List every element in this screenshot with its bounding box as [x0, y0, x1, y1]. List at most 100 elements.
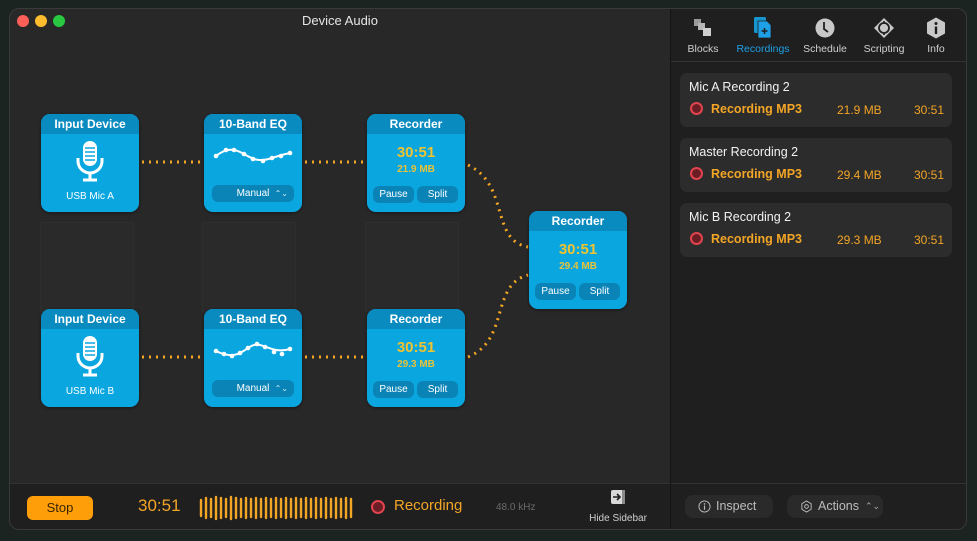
- pause-button[interactable]: Pause: [373, 381, 414, 398]
- block-canvas[interactable]: Input Device USB Mic A 10-Band EQ Manual…: [10, 35, 670, 483]
- recording-status: Recording MP3: [711, 167, 802, 181]
- actions-label: Actions: [818, 499, 859, 513]
- block-header: Recorder: [367, 114, 465, 134]
- sidebar-tabs: Blocks Recordings: [671, 9, 966, 62]
- recorder-size: 29.4 MB: [559, 261, 597, 272]
- updown-chevron-icon: ⌃⌄: [274, 384, 288, 393]
- block-header: Recorder: [529, 211, 627, 231]
- recorder-time: 30:51: [396, 144, 436, 161]
- input-device-block-b[interactable]: Input Device USB Mic B: [41, 309, 139, 407]
- inspect-button[interactable]: Inspect: [685, 495, 773, 518]
- recording-duration: 30:51: [913, 233, 944, 247]
- recording-indicator-icon: [690, 102, 703, 115]
- recording-name: Mic B Recording 2: [689, 210, 792, 224]
- recording-status: Recording MP3: [711, 102, 802, 116]
- input-device-block-a[interactable]: Input Device USB Mic A: [41, 114, 139, 212]
- title-bar: Device Audio: [10, 9, 670, 35]
- recorder-time: 30:51: [558, 241, 598, 258]
- connection-wires: [142, 160, 529, 359]
- block-header: 10-Band EQ: [204, 309, 302, 329]
- elapsed-time: 30:51: [138, 496, 181, 515]
- eq-block-a[interactable]: 10-Band EQ Manual ⌃⌄: [204, 114, 302, 212]
- tab-label: Schedule: [803, 43, 847, 55]
- actions-menu-button[interactable]: Actions ⌃⌄: [787, 495, 883, 518]
- microphone-icon: [76, 336, 104, 377]
- window-title: Device Audio: [302, 13, 378, 28]
- tab-scripting[interactable]: Scripting: [859, 17, 909, 55]
- eq-block-b[interactable]: 10-Band EQ Manual ⌃⌄: [204, 309, 302, 407]
- device-name: USB Mic A: [66, 191, 114, 202]
- inspect-label: Inspect: [716, 499, 757, 513]
- tab-label: Info: [927, 43, 945, 55]
- info-icon: [927, 17, 945, 39]
- sidebar-arrow-icon: [611, 490, 625, 504]
- eq-curve-icon: [213, 341, 293, 359]
- gear-icon: [801, 500, 812, 513]
- recording-card[interactable]: Mic B Recording 2 Recording MP3 29.3 MB …: [680, 203, 952, 257]
- eq-preset-value: Manual: [236, 383, 270, 394]
- tab-label: Recordings: [736, 43, 790, 55]
- recording-name: Master Recording 2: [689, 145, 799, 159]
- recording-indicator-icon: [690, 232, 703, 245]
- recorder-time: 30:51: [396, 339, 436, 356]
- recorder-size: 29.3 MB: [397, 359, 435, 370]
- eq-preset-value: Manual: [236, 188, 270, 199]
- recording-size: 29.4 MB: [837, 168, 882, 182]
- recording-duration: 30:51: [913, 103, 944, 117]
- tab-recordings[interactable]: Recordings: [731, 17, 795, 55]
- recording-card[interactable]: Mic A Recording 2 Recording MP3 21.9 MB …: [680, 73, 952, 127]
- eq-curve-icon: [213, 147, 293, 164]
- recording-status: Recording MP3: [711, 232, 802, 246]
- tab-label: Scripting: [863, 43, 905, 55]
- sidebar-footer: Inspect Actions ⌃⌄: [671, 483, 966, 529]
- recording-duration: 30:51: [913, 168, 944, 182]
- split-button[interactable]: Split: [417, 381, 458, 398]
- eq-preset-select[interactable]: Manual ⌃⌄: [212, 380, 294, 397]
- tab-label: Blocks: [687, 43, 719, 55]
- close-button[interactable]: [17, 15, 29, 27]
- recording-name: Mic A Recording 2: [689, 80, 790, 94]
- tab-info[interactable]: Info: [921, 17, 951, 55]
- master-recorder-block[interactable]: Recorder 30:51 29.4 MB Pause Split: [529, 211, 627, 309]
- scripting-icon: [874, 18, 894, 38]
- level-meter: [199, 495, 353, 521]
- recordings-icon: [754, 17, 772, 39]
- sample-rate: 48.0 kHz: [496, 502, 536, 513]
- eq-preset-select[interactable]: Manual ⌃⌄: [212, 185, 294, 202]
- recording-card[interactable]: Master Recording 2 Recording MP3 29.4 MB…: [680, 138, 952, 192]
- info-circle-icon: [698, 500, 711, 513]
- device-name: USB Mic B: [65, 386, 115, 397]
- block-header: Recorder: [367, 309, 465, 329]
- recording-size: 29.3 MB: [837, 233, 882, 247]
- recorder-block-b[interactable]: Recorder 30:51 29.3 MB Pause Split: [367, 309, 465, 407]
- updown-chevron-icon: ⌃⌄: [274, 189, 288, 198]
- tab-schedule[interactable]: Schedule: [799, 17, 851, 55]
- updown-chevron-icon: ⌃⌄: [865, 501, 881, 511]
- blocks-icon: [694, 19, 711, 36]
- microphone-icon: [76, 141, 104, 182]
- minimize-button[interactable]: [35, 15, 47, 27]
- ghost-slot: [40, 222, 134, 312]
- recording-indicator-icon: [371, 500, 385, 514]
- ghost-slot: [202, 222, 296, 312]
- recorder-size: 21.9 MB: [397, 164, 435, 175]
- hide-sidebar-button[interactable]: Hide Sidebar: [580, 490, 656, 524]
- tab-blocks[interactable]: Blocks: [681, 17, 725, 55]
- hide-sidebar-label: Hide Sidebar: [589, 513, 647, 524]
- app-window: Device Audio Input Device: [9, 8, 967, 530]
- block-header: Input Device: [41, 114, 139, 134]
- pause-button[interactable]: Pause: [535, 283, 576, 300]
- recording-size: 21.9 MB: [837, 103, 882, 117]
- bottom-toolbar: Stop 30:51 Recording 48.0 kHz: [10, 483, 670, 529]
- block-header: 10-Band EQ: [204, 114, 302, 134]
- recording-indicator-icon: [690, 167, 703, 180]
- split-button[interactable]: Split: [579, 283, 620, 300]
- clock-icon: [815, 18, 835, 38]
- zoom-button[interactable]: [53, 15, 65, 27]
- stop-button[interactable]: Stop: [27, 496, 93, 520]
- recording-status: Recording: [394, 497, 463, 514]
- recorder-block-a[interactable]: Recorder 30:51 21.9 MB Pause Split: [367, 114, 465, 212]
- block-header: Input Device: [41, 309, 139, 329]
- pause-button[interactable]: Pause: [373, 186, 414, 203]
- split-button[interactable]: Split: [417, 186, 458, 203]
